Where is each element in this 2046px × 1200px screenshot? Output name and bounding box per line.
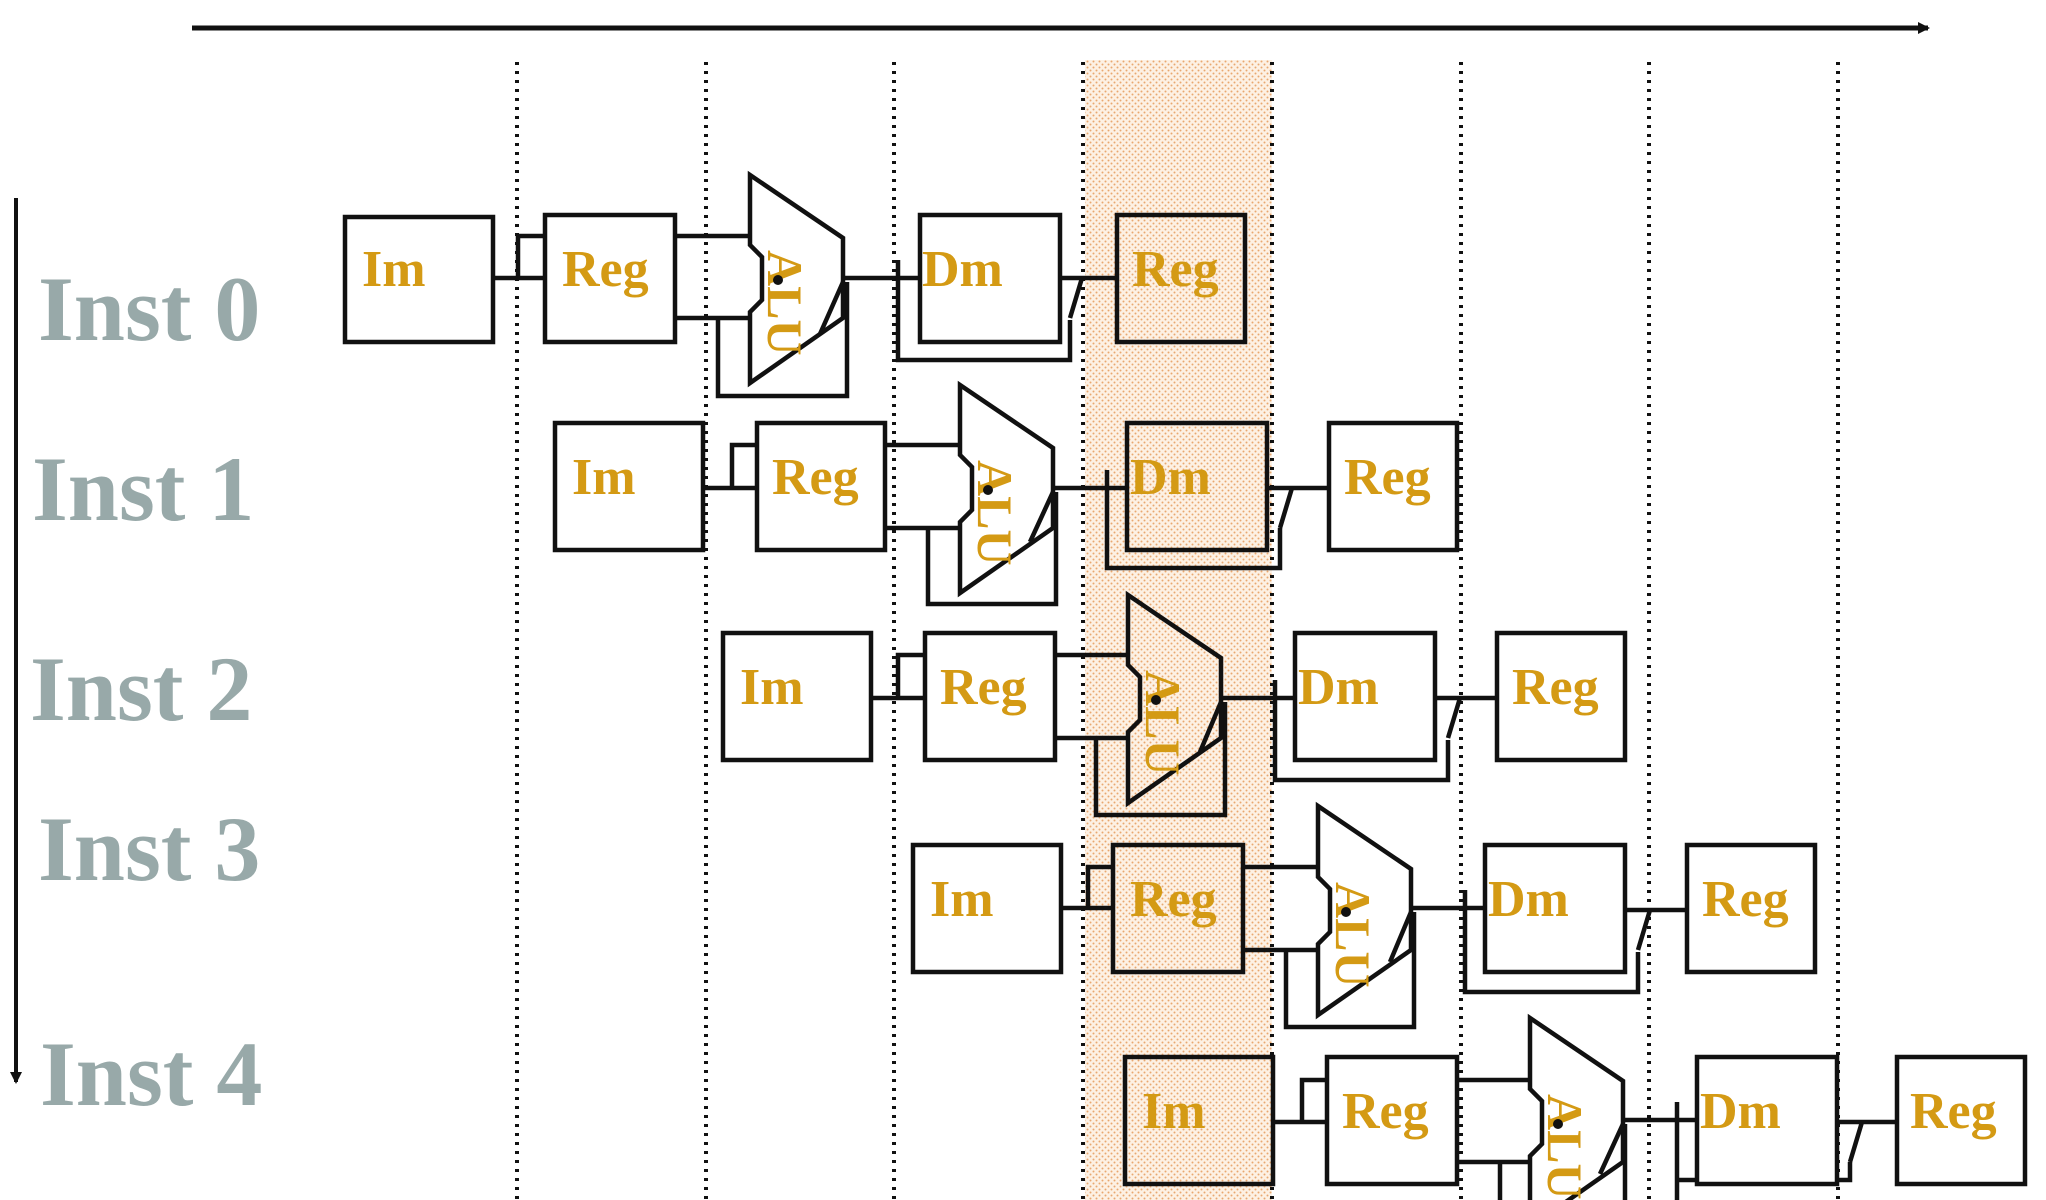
pipeline-row-0: Im Reg ALU Dm Reg: [342, 170, 1248, 399]
im-reg-wire: [871, 652, 925, 701]
alu-dm-wire: [1027, 485, 1127, 543]
alu-stage-shape: [1125, 590, 1224, 808]
alu-dot: [773, 275, 783, 285]
im-stage-box: [910, 842, 1064, 975]
instruction-label: Inst 0: [38, 258, 260, 360]
reg-read-stage-label: Reg: [1342, 1083, 1429, 1140]
alu-dm-wire: [1597, 1117, 1697, 1175]
pipeline-row-3: Im Reg ALU Dm Reg: [910, 801, 1818, 1030]
dm-feedback-wire: [1462, 890, 1641, 995]
alu-stage-label: ALU: [1325, 882, 1381, 988]
reg-alu-wires: [675, 233, 850, 399]
reg-read-stage-label: Reg: [1130, 871, 1217, 928]
dm-feedback-wire: [1104, 470, 1283, 571]
reg-alu-wires: [885, 442, 1059, 607]
reg-write-stage-box: [1684, 842, 1818, 975]
instruction-label: Inst 3: [38, 798, 260, 900]
reg-read-stage-box: [1324, 1054, 1460, 1187]
alu-stage-label: ALU: [967, 460, 1023, 566]
dm-feedback-wire: [895, 260, 1073, 363]
reg-write-stage-box: [1494, 630, 1628, 763]
reg-read-stage-box: [542, 212, 678, 345]
pipeline-row-1: Im Reg ALU Dm Reg: [552, 380, 1460, 607]
dm-stage-label: Dm: [922, 241, 1003, 298]
dm-reg-wire: [1625, 907, 1687, 951]
alu-stage-label: ALU: [1135, 670, 1191, 776]
alu-dot: [1553, 1119, 1563, 1129]
im-stage-label: Im: [362, 241, 426, 298]
reg-write-stage-label: Reg: [1512, 659, 1599, 716]
im-stage-label: Im: [930, 871, 994, 928]
dm-stage-label: Dm: [1298, 659, 1379, 716]
alu-dot: [1341, 907, 1351, 917]
reg-read-stage-label: Reg: [772, 449, 859, 506]
reg-alu-wires: [1457, 1077, 1628, 1200]
dm-stage-box: [1292, 630, 1438, 763]
reg-write-stage-box: [1114, 212, 1248, 345]
reg-read-stage-label: Reg: [940, 659, 1027, 716]
alu-stage-label: ALU: [1537, 1094, 1593, 1200]
alu-dm-wire: [817, 275, 920, 335]
im-reg-wire: [1061, 864, 1113, 911]
reg-write-stage-label: Reg: [1910, 1083, 1997, 1140]
reg-write-stage-label: Reg: [1344, 449, 1431, 506]
reg-alu-wires: [1243, 864, 1417, 1030]
dm-stage-box: [917, 212, 1063, 345]
im-reg-wire: [1273, 1077, 1327, 1125]
instruction-labels: Inst 0 Inst 1 Inst 2 Inst 3 Inst 4: [30, 258, 262, 1125]
alu-dm-wire: [1197, 695, 1295, 753]
alu-stage-label: ALU: [757, 250, 813, 356]
alu-dot: [1151, 695, 1161, 705]
im-stage-label: Im: [740, 659, 804, 716]
instruction-label: Inst 2: [30, 638, 252, 740]
instruction-label: Inst 1: [32, 438, 254, 540]
dm-stage-label: Dm: [1700, 1083, 1781, 1140]
reg-read-stage-label: Reg: [562, 241, 649, 298]
pipeline-row-2: Im Reg ALU Dm Reg: [720, 590, 1628, 818]
im-reg-wire: [703, 442, 757, 491]
dm-feedback-wire: [1272, 680, 1451, 783]
alu-stage-shape: [1315, 801, 1414, 1020]
im-reg-wire: [493, 233, 545, 281]
reg-read-stage-box: [922, 630, 1058, 763]
dm-stage-label: Dm: [1488, 871, 1569, 928]
alu-dm-wire: [1387, 905, 1485, 963]
alu-dot: [983, 485, 993, 495]
dm-reg-wire: [1267, 485, 1327, 529]
dm-reg-wire: [1435, 695, 1497, 739]
im-stage-label: Im: [572, 449, 636, 506]
reg-write-stage-box: [1894, 1054, 2028, 1187]
im-stage-box: [720, 630, 874, 763]
reg-write-stage-box: [1326, 420, 1460, 553]
pipeline-row-4: Im Reg ALU Dm Reg: [1122, 1013, 2028, 1200]
im-stage-box: [1122, 1054, 1276, 1187]
instruction-label: Inst 4: [40, 1023, 262, 1125]
reg-write-stage-label: Reg: [1132, 241, 1219, 298]
im-stage-box: [552, 420, 706, 553]
dm-reg-wire: [1060, 275, 1115, 319]
reg-alu-wires: [1055, 652, 1228, 818]
alu-stage-shape: [1527, 1013, 1626, 1200]
im-stage-label: Im: [1142, 1083, 1206, 1140]
dm-reg-wire: [1837, 1119, 1897, 1163]
dm-stage-label: Dm: [1130, 449, 1211, 506]
reg-write-stage-label: Reg: [1702, 871, 1789, 928]
reg-read-stage-box: [1110, 842, 1246, 975]
reg-read-stage-box: [754, 420, 888, 553]
